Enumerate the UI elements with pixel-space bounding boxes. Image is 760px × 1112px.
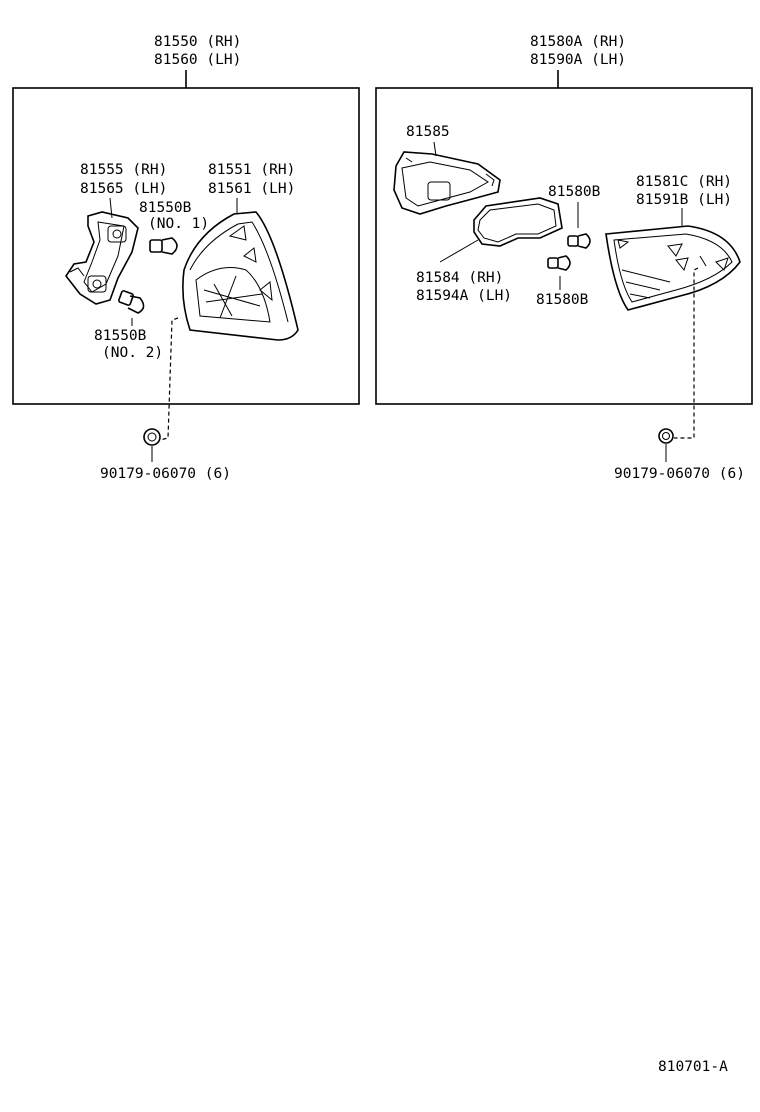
- right-nut-label: 90179-06070 (6): [614, 466, 745, 482]
- left-title-rh: 81550 (RH): [154, 34, 241, 50]
- right-bulb-b-label: 81580B: [536, 292, 589, 308]
- left-assembly-frame: [12, 87, 360, 405]
- left-socket-label-rh: 81555 (RH): [80, 162, 167, 178]
- right-lens-label-rh: 81581C (RH): [636, 174, 732, 190]
- left-lens-label-rh: 81551 (RH): [208, 162, 295, 178]
- right-bulb-a-drawing: [567, 233, 591, 249]
- right-lens-drawing: [605, 225, 741, 311]
- left-bulb2-note: (NO. 2): [102, 345, 163, 361]
- figure-code: 810701-A: [658, 1059, 728, 1075]
- right-bulb-b-drawing: [547, 255, 571, 271]
- bulb-no1-drawing: [149, 237, 178, 255]
- right-title-lh: 81590A (LH): [530, 52, 626, 68]
- socket-drawing: [65, 211, 139, 305]
- right-housing-label: 81585: [406, 124, 450, 140]
- right-gasket-drawing: [473, 197, 563, 247]
- left-lens-label-lh: 81561 (LH): [208, 181, 295, 197]
- right-assembly-frame: [375, 87, 753, 405]
- right-gasket-label-rh: 81584 (RH): [416, 270, 503, 286]
- left-title-lh: 81560 (LH): [154, 52, 241, 68]
- left-nut-label: 90179-06070 (6): [100, 466, 231, 482]
- left-bulb1-part: 81550B: [139, 200, 192, 216]
- left-lens-drawing: [182, 211, 299, 341]
- right-assembly: 81580A (RH) 81590A (LH) 81585 81580B: [375, 34, 753, 482]
- left-nut-drawing: [143, 428, 161, 462]
- left-bulb2-part: 81550B: [94, 328, 147, 344]
- right-bulb-a-label: 81580B: [548, 184, 601, 200]
- bulb-no2-drawing: [118, 290, 145, 314]
- right-housing-drawing: [393, 151, 501, 215]
- left-bulb1-note: (NO. 1): [148, 216, 209, 232]
- right-gasket-label-lh: 81594A (LH): [416, 288, 512, 304]
- left-assembly: 81550 (RH) 81560 (LH) 81555 (RH) 81565 (…: [12, 34, 360, 482]
- right-lens-label-lh: 81591B (LH): [636, 192, 732, 208]
- right-nut-drawing: [658, 428, 674, 462]
- left-socket-label-lh: 81565 (LH): [80, 181, 167, 197]
- right-title-rh: 81580A (RH): [530, 34, 626, 50]
